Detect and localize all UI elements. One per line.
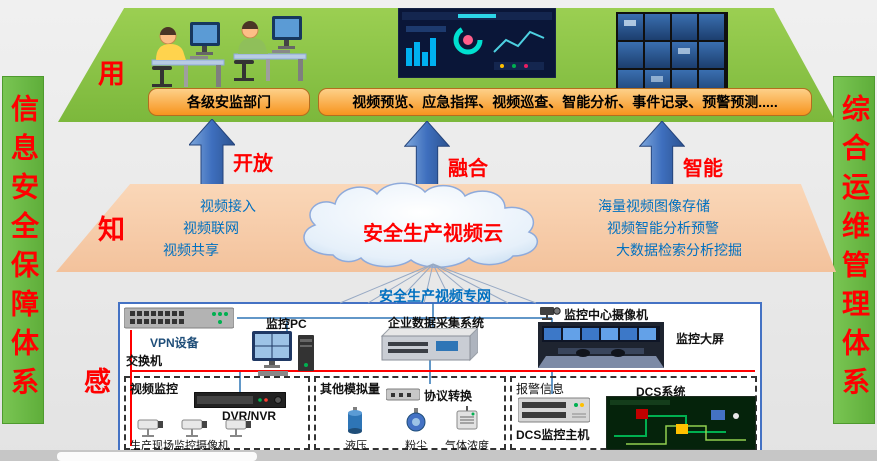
- dust-sensor-icon: [406, 408, 426, 432]
- site-cameras-label: 生产现场监控摄像机: [130, 440, 229, 452]
- cloud-shape: [303, 182, 539, 268]
- data-collector-label: 企业数据采集系统: [387, 316, 484, 330]
- right-banner-text: 综合运维管理体系: [839, 94, 870, 406]
- hydraulic-sensor-icon: [348, 407, 362, 434]
- arrow-up-intelligent-icon: [639, 121, 685, 189]
- left-banner: 信息安全保障体系: [2, 76, 44, 424]
- video-surveillance-group: 视频监控 DVR/NVR 生产现场监控摄像机: [124, 376, 310, 452]
- center-camera-label: 监控中心摄像机: [564, 308, 649, 322]
- cloud-capability-right-1: 海量视频图像存储: [598, 198, 710, 214]
- network-switch-icon: [124, 307, 234, 329]
- protocol-converter-icon: [386, 388, 420, 401]
- control-room-image: [538, 322, 664, 368]
- cloud-capability-left-3: 视频共享: [163, 242, 219, 258]
- monitor-pc-label: 监控PC: [266, 317, 307, 331]
- bottom-pill: [57, 452, 257, 461]
- dashboard-screenshot-image: [398, 8, 556, 78]
- site-cameras-icon: [137, 419, 251, 437]
- cloud-capability-left-2: 视频联网: [183, 220, 239, 236]
- dust-sensor-label: 粉尘: [405, 440, 427, 452]
- dcs-system-screen-image: [606, 396, 756, 450]
- left-banner-text: 信息安全保障体系: [8, 94, 39, 406]
- hydraulic-sensor-label: 液压: [345, 440, 367, 452]
- switch-label: 交换机: [126, 354, 163, 368]
- vpn-label: VPN设备: [150, 336, 199, 350]
- functions-box: 视频预览、应急指挥、视频巡查、智能分析、事件记录、预警预测.....: [318, 88, 812, 116]
- video-group-title: 视频监控: [130, 382, 179, 396]
- data-collector-icon: [380, 328, 478, 362]
- gas-sensor-label: 气体浓度: [445, 440, 489, 452]
- center-camera-icon: [540, 307, 561, 320]
- layer-tag-sense: 感: [84, 367, 111, 397]
- dcs-host-label: DCS监控主机: [516, 428, 590, 442]
- arrow-label-fusion: 融合: [448, 158, 488, 180]
- dcs-alarm-group: 报警信息 DCS系统 DCS监控主机: [510, 376, 757, 450]
- analog-group-title: 其他模拟量: [320, 382, 381, 396]
- arrow-up-fusion-icon: [404, 121, 450, 189]
- arrow-label-intelligent: 智能: [683, 158, 723, 180]
- arrow-up-open-icon: [189, 119, 235, 189]
- cloud-title: 安全生产视频云: [363, 223, 503, 245]
- arrow-label-open: 开放: [233, 153, 273, 175]
- video-wall-image: [616, 12, 728, 98]
- layer-tag-use: 用: [98, 59, 125, 89]
- private-network-label: 安全生产视频专网: [379, 288, 491, 304]
- cloud-capability-right-2: 视频智能分析预警: [607, 220, 719, 236]
- operators-workstations-image: [151, 16, 307, 87]
- bottom-strip: [0, 450, 877, 461]
- cloud-capability-right-3: 大数据检索分析挖掘: [616, 242, 742, 258]
- big-screen-label: 监控大屏: [676, 332, 725, 346]
- monitor-pc-icon: [252, 331, 314, 376]
- protocol-converter-label: 协议转换: [424, 389, 473, 403]
- gas-sensor-icon: [456, 406, 478, 430]
- right-banner: 综合运维管理体系: [833, 76, 875, 424]
- departments-box: 各级安监部门: [148, 88, 310, 116]
- alarm-group-title: 报警信息: [516, 382, 565, 396]
- layer-tag-know: 知: [98, 215, 125, 245]
- dcs-host-server-icon: [518, 397, 590, 423]
- cloud-capability-left-1: 视频接入: [200, 198, 256, 214]
- dvr-icon: [194, 392, 286, 408]
- analog-signals-group: 其他模拟量 协议转换 液压 粉尘 气体浓度: [314, 376, 506, 452]
